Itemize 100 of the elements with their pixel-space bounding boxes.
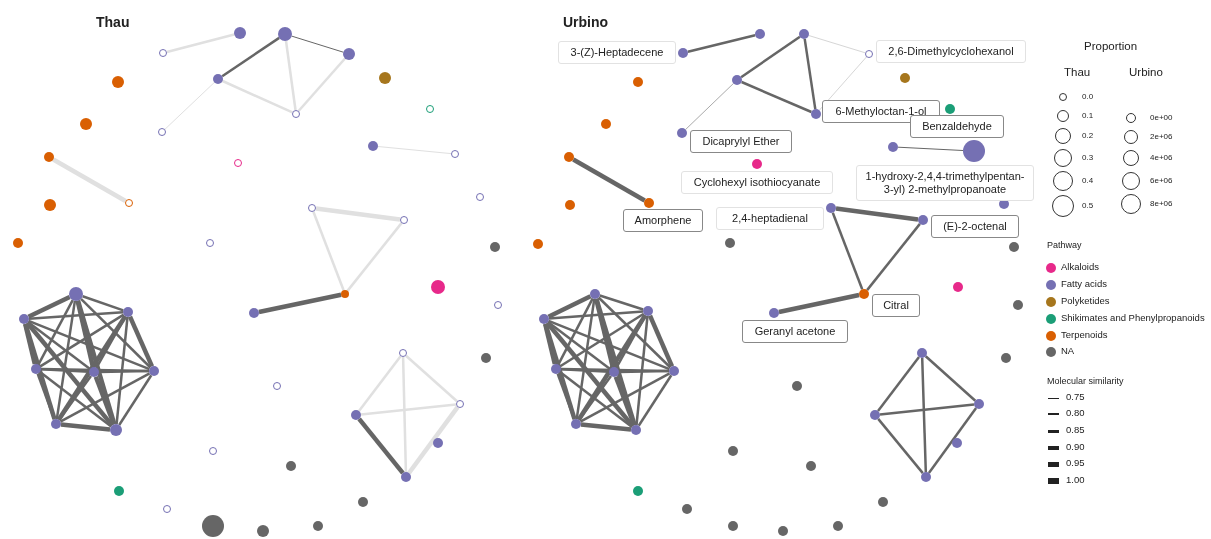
compound-label: 6-Methyloctan-1-ol: [822, 100, 940, 123]
similarity-edge: [637, 374, 673, 427]
compound-node: [249, 308, 259, 318]
compound-node: [963, 140, 985, 162]
similarity-edge: [597, 296, 672, 369]
similarity-edge: [127, 315, 155, 368]
similarity-edge: [927, 407, 978, 474]
legend-text: 8e+06: [1150, 199, 1173, 209]
compound-node: [633, 486, 643, 496]
compound-node: [811, 109, 821, 119]
similarity-edge: [543, 323, 577, 420]
compound-node: [431, 280, 445, 294]
similarity-edge: [82, 295, 124, 312]
compound-node: [732, 75, 742, 85]
similarity-edge: [405, 354, 458, 403]
legend-heading: Pathway: [1047, 240, 1082, 251]
compound-node: [888, 142, 898, 152]
compound-node: [125, 199, 133, 207]
compound-node: [826, 203, 836, 213]
similarity-edge: [618, 369, 670, 374]
similarity-edge: [56, 315, 128, 421]
similarity-edge: [75, 300, 117, 425]
compound-node: [379, 72, 391, 84]
similarity-edge: [877, 418, 924, 474]
compound-node: [755, 29, 765, 39]
compound-node: [69, 287, 83, 301]
legend-heading: Thau: [1064, 66, 1091, 80]
compound-node: [565, 200, 575, 210]
similarity-edge: [36, 373, 56, 420]
legend-text: 6e+06: [1150, 176, 1173, 186]
similarity-edge: [25, 321, 114, 427]
compound-node: [917, 348, 927, 358]
compound-node: [400, 216, 408, 224]
similarity-edge: [315, 206, 401, 222]
compound-node: [476, 193, 484, 201]
similarity-edge: [312, 211, 345, 291]
legend-text: 1.00: [1066, 475, 1085, 486]
legend-text: 0.0: [1082, 92, 1094, 102]
similarity-edge: [560, 368, 610, 373]
similarity-edge: [58, 375, 92, 421]
compound-node: [564, 152, 574, 162]
compound-node: [112, 76, 124, 88]
compound-node: [974, 399, 984, 409]
compound-node: [89, 367, 99, 377]
compound-label: 3-(Z)-Heptadecene: [558, 41, 676, 64]
similarity-edge: [39, 313, 125, 368]
compound-node: [953, 282, 963, 292]
similarity-edge: [23, 323, 57, 420]
similarity-edge: [548, 319, 670, 371]
compound-node: [945, 104, 955, 114]
compound-node: [900, 73, 910, 83]
similarity-edge: [741, 80, 812, 114]
similarity-edge: [580, 422, 632, 432]
similarity-edge: [687, 34, 756, 53]
legend-text: 4e+06: [1150, 153, 1173, 163]
similarity-edge: [897, 146, 964, 151]
similarity-edge: [778, 292, 860, 315]
compound-label: 1-hydroxy-2,4,4-trimethylpentan-3-yl) 2-methylpropanoate: [856, 165, 1034, 201]
compound-node: [682, 504, 692, 514]
compound-node: [725, 238, 735, 248]
similarity-edge: [647, 314, 675, 368]
compound-node: [918, 215, 928, 225]
compound-node: [51, 419, 61, 429]
similarity-edge: [80, 298, 152, 369]
compound-node: [44, 152, 54, 162]
compound-node: [456, 400, 464, 408]
compound-node: [80, 118, 92, 130]
compound-node: [234, 27, 246, 39]
similarity-edge: [23, 323, 37, 365]
similarity-edge: [55, 300, 77, 420]
similarity-edge: [576, 314, 648, 421]
similarity-edge: [835, 206, 919, 222]
similarity-edge: [115, 316, 129, 425]
similarity-edge: [877, 356, 920, 412]
compound-node: [368, 141, 378, 151]
similarity-edge: [578, 375, 612, 421]
compound-node: [643, 306, 653, 316]
compound-label: Benzaldehyde: [910, 115, 1004, 138]
legend-text: NA: [1061, 346, 1075, 357]
legend-text: 0.95: [1066, 458, 1085, 469]
compound-label: Cyclohexyl isothiocyanate: [681, 171, 833, 194]
similarity-edge: [291, 35, 344, 53]
similarity-edge: [164, 81, 215, 130]
compound-label: (E)-2-octenal: [931, 215, 1019, 238]
legend-heading: Urbino: [1129, 66, 1163, 80]
similarity-edge: [40, 368, 90, 373]
compound-node: [1001, 353, 1011, 363]
compound-node: [590, 289, 600, 299]
compound-node: [213, 74, 223, 84]
similarity-edge: [818, 56, 867, 111]
compound-node: [490, 242, 500, 252]
compound-node: [149, 366, 159, 376]
similarity-edge: [297, 57, 346, 112]
compound-node: [202, 515, 224, 537]
compound-node: [678, 48, 688, 58]
compound-node: [358, 497, 368, 507]
similarity-edge: [920, 357, 928, 473]
compound-node: [206, 239, 214, 247]
compound-node: [677, 128, 687, 138]
compound-node: [1013, 300, 1023, 310]
